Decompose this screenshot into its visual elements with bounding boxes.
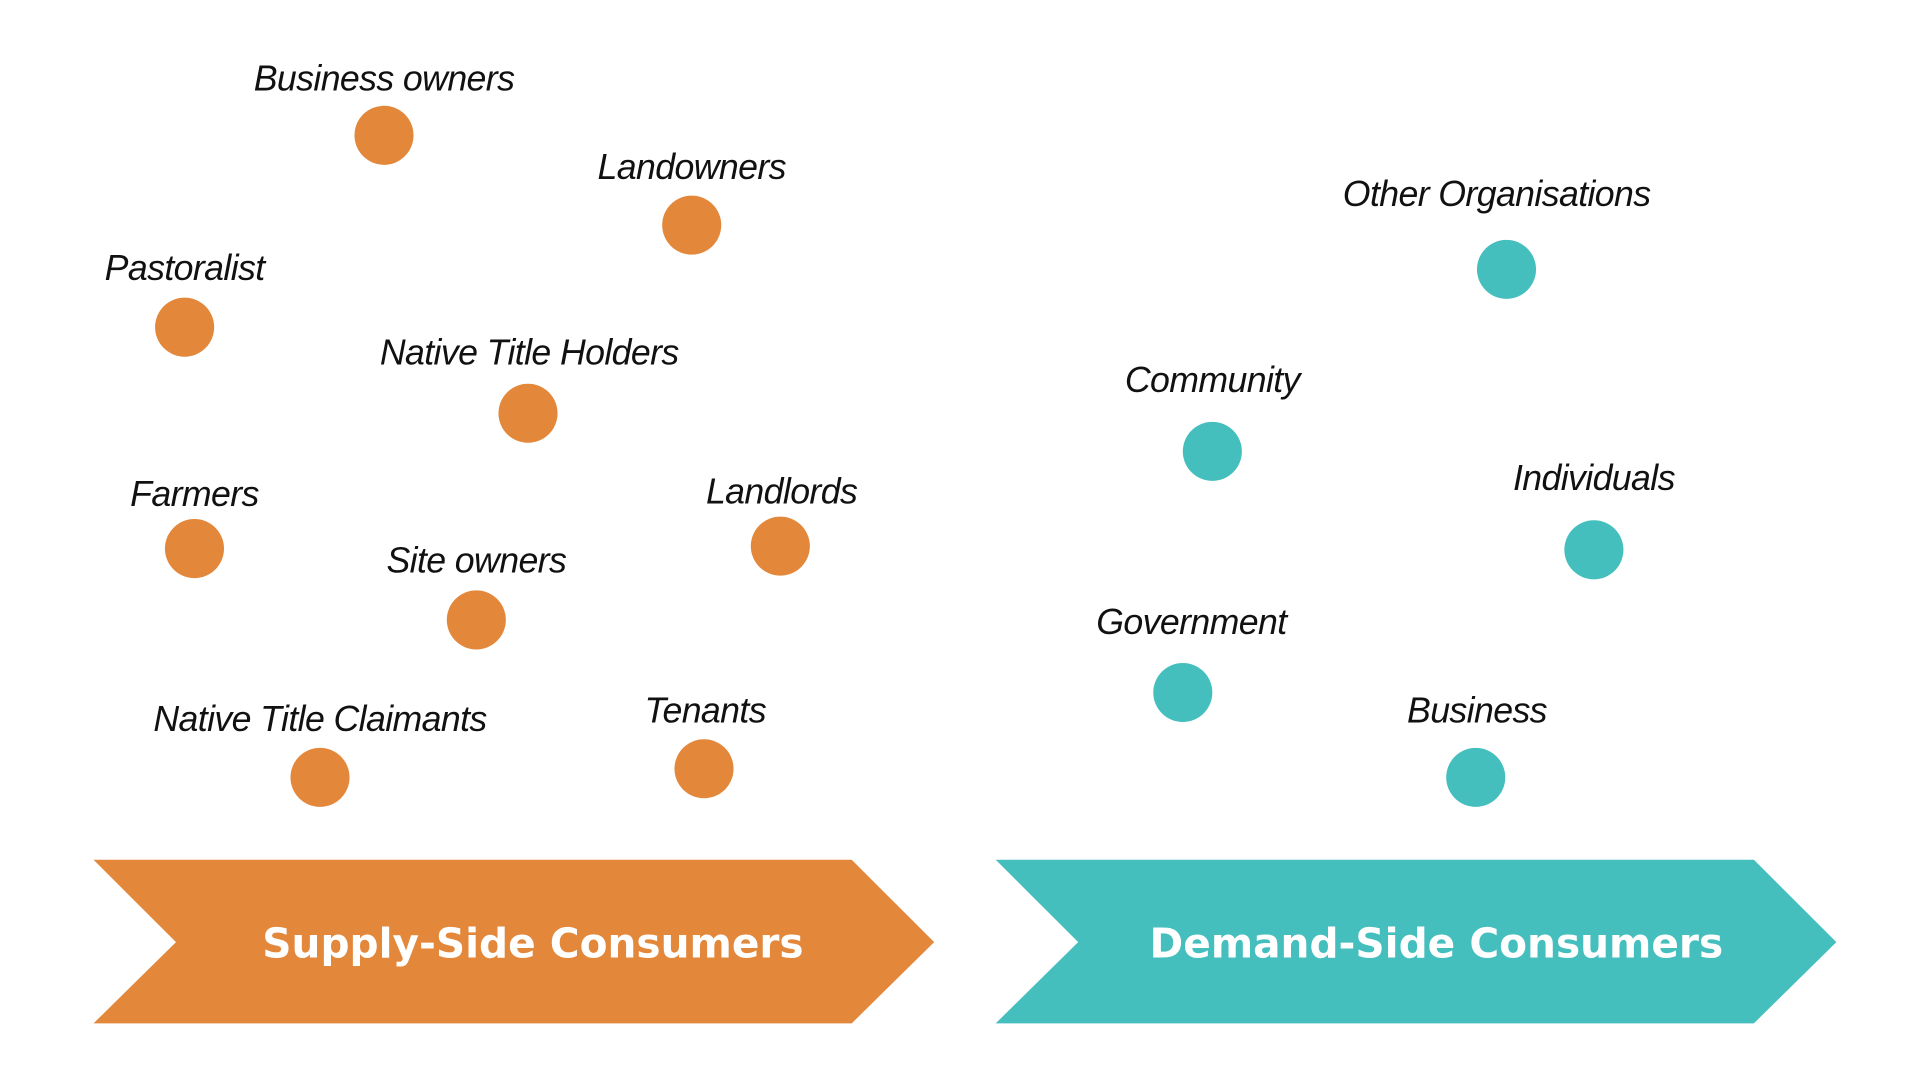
supply-arrow-shape <box>93 859 935 1024</box>
demand-item-label: Other Organisations <box>1342 175 1651 215</box>
demand-item-label: Community <box>1124 361 1301 401</box>
supply-item-label: Pastoralist <box>104 249 265 289</box>
demand-item-dot <box>1564 520 1624 580</box>
demand-item-label: Business <box>1407 691 1548 732</box>
supply-item-label: Landowners <box>597 148 787 188</box>
demand-item-dot <box>1476 239 1537 299</box>
supply-item-dot <box>662 195 722 255</box>
supply-item-label: Native Title Holders <box>379 333 679 374</box>
demand-item-label: Government <box>1096 603 1287 643</box>
supply-side-title: Supply-Side Consumers <box>262 919 804 968</box>
supply-item-label: Farmers <box>130 475 259 515</box>
supply-item-dot <box>498 383 558 443</box>
supply-item-label: Business owners <box>253 59 515 100</box>
supply-item-label: Landlords <box>705 472 858 513</box>
supply-item-dot <box>155 297 215 357</box>
supply-item-dot <box>674 739 734 799</box>
supply-item-dot <box>446 590 506 650</box>
demand-item-dot <box>1446 747 1506 807</box>
supply-item-label: Native Title Claimants <box>153 700 487 740</box>
demand-side-title: Demand-Side Consumers <box>1149 919 1724 968</box>
supply-item-dot <box>164 519 225 579</box>
supply-item-label: Tenants <box>644 691 767 732</box>
supply-item-dot <box>290 747 350 807</box>
demand-item-dot <box>1153 662 1213 723</box>
supply-item-dot <box>750 516 810 576</box>
demand-item-label: Individuals <box>1512 459 1676 499</box>
demand-arrow-shape <box>995 859 1837 1024</box>
supply-item-label: Site owners <box>386 541 567 582</box>
supply-item-dot <box>354 105 414 165</box>
demand-item-dot <box>1182 421 1242 481</box>
